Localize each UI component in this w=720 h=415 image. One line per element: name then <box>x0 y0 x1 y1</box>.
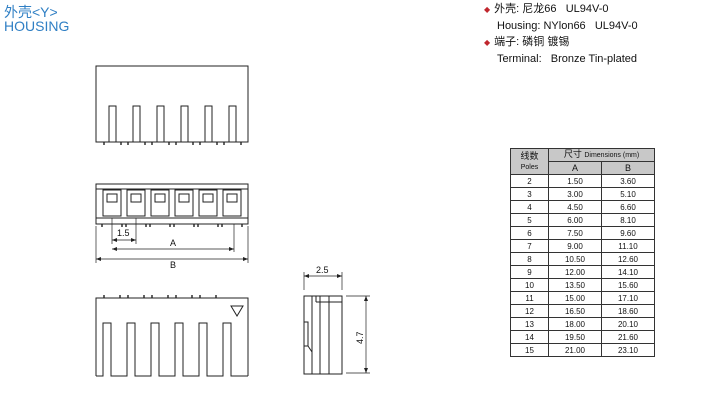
table-cell-b: 8.10 <box>601 213 655 227</box>
title-chinese: 外壳<Y> <box>4 4 58 20</box>
dimension-pitch-label: 1.5 <box>117 228 130 238</box>
housing-top-view <box>95 65 249 145</box>
housing-side-view <box>303 295 343 375</box>
bullet-diamond-icon: ◆ <box>484 38 491 47</box>
table-cell-b: 15.60 <box>601 278 655 292</box>
housing-bottom-view <box>95 295 249 377</box>
table-cell-a: 12.00 <box>548 265 602 279</box>
table-cell-poles: 10 <box>510 278 549 292</box>
table-cell-b: 6.60 <box>601 200 655 214</box>
header-a: A <box>548 161 602 175</box>
table-cell-poles: 11 <box>510 291 549 305</box>
table-cell-a: 15.00 <box>548 291 602 305</box>
table-cell-poles: 7 <box>510 239 549 253</box>
header-poles: 线数 Poles <box>510 148 549 175</box>
dimension-width-label: 2.5 <box>316 265 329 275</box>
cavity-windows <box>106 193 238 203</box>
spec-housing-en: Housing: NYlon66 UL94V-0 <box>497 20 638 32</box>
table-cell-b: 21.60 <box>601 330 655 344</box>
table-cell-a: 16.50 <box>548 304 602 318</box>
table-cell-poles: 14 <box>510 330 549 344</box>
table-cell-a: 4.50 <box>548 200 602 214</box>
table-cell-a: 1.50 <box>548 174 602 188</box>
table-cell-b: 20.10 <box>601 317 655 331</box>
table-cell-poles: 8 <box>510 252 549 266</box>
table-cell-poles: 2 <box>510 174 549 188</box>
table-cell-b: 12.60 <box>601 252 655 266</box>
table-cell-b: 17.10 <box>601 291 655 305</box>
table-cell-poles: 3 <box>510 187 549 201</box>
title-english: HOUSING <box>4 18 70 34</box>
table-cell-b: 18.60 <box>601 304 655 318</box>
table-cell-poles: 13 <box>510 317 549 331</box>
table-cell-b: 5.10 <box>601 187 655 201</box>
table-cell-poles: 12 <box>510 304 549 318</box>
dimension-a-label: A <box>170 238 176 248</box>
spec-housing-cn: ◆外壳: 尼龙66 UL94V-0 <box>484 3 609 15</box>
table-cell-poles: 15 <box>510 343 549 357</box>
material-spec: ◆外壳: 尼龙66 UL94V-0 Housing: NYlon66 UL94V… <box>484 1 638 67</box>
dimension-b-label: B <box>170 260 176 270</box>
table-cell-poles: 5 <box>510 213 549 227</box>
table-cell-b: 9.60 <box>601 226 655 240</box>
table-cell-a: 21.00 <box>548 343 602 357</box>
table-cell-poles: 9 <box>510 265 549 279</box>
bullet-diamond-icon: ◆ <box>484 5 491 14</box>
spec-terminal-en: Terminal: Bronze Tin-plated <box>497 53 638 65</box>
table-cell-a: 7.50 <box>548 226 602 240</box>
spec-terminal-cn: ◆端子: 磷铜 镀锡 <box>484 36 570 48</box>
pin-one-indicator-icon <box>230 305 244 317</box>
table-cell-b: 23.10 <box>601 343 655 357</box>
dimension-arrowheads <box>96 238 368 373</box>
table-cell-a: 18.00 <box>548 317 602 331</box>
table-cell-a: 9.00 <box>548 239 602 253</box>
table-cell-a: 19.50 <box>548 330 602 344</box>
dimension-lines <box>95 218 370 374</box>
table-cell-a: 13.50 <box>548 278 602 292</box>
header-dimensions: 尺寸 Dimensions (mm) <box>548 148 655 162</box>
dimension-height-label: 4.7 <box>355 331 365 344</box>
table-cell-a: 6.00 <box>548 213 602 227</box>
table-cell-b: 3.60 <box>601 174 655 188</box>
table-cell-b: 14.10 <box>601 265 655 279</box>
table-cell-poles: 4 <box>510 200 549 214</box>
table-cell-a: 10.50 <box>548 252 602 266</box>
table-cell-b: 11.10 <box>601 239 655 253</box>
table-cell-poles: 6 <box>510 226 549 240</box>
terminal-cavities <box>102 189 242 217</box>
top-view-slots <box>108 105 237 142</box>
header-b: B <box>601 161 655 175</box>
housing-front-view <box>95 183 249 227</box>
table-cell-a: 3.00 <box>548 187 602 201</box>
